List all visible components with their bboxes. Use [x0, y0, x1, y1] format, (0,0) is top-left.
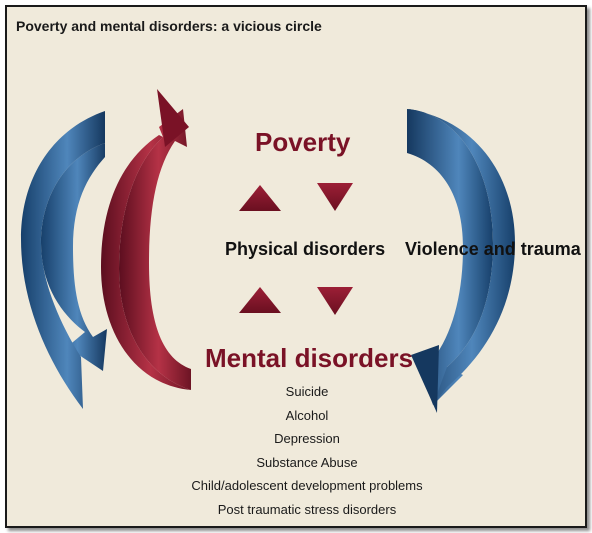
- left-blue-arrow: [41, 111, 107, 371]
- triangle-up-top: [239, 185, 281, 211]
- list-item: Post traumatic stress disorders: [217, 501, 397, 517]
- node-mental-disorders: Mental disorders: [205, 343, 414, 373]
- left-red-arrow-head: [157, 89, 189, 147]
- left-red-arrow: [119, 109, 191, 390]
- right-blue-arrow: [407, 109, 493, 405]
- left-red-arrow-tail: [101, 135, 191, 390]
- node-physical-disorders: Physical disorders: [225, 239, 386, 259]
- triangle-up-bottom: [239, 287, 281, 313]
- right-blue-arrow-tail: [407, 109, 515, 405]
- right-blue-arrow-head: [411, 345, 439, 413]
- triangle-down-top: [317, 183, 353, 211]
- list-item: Depression: [274, 431, 340, 446]
- triangle-down-bottom: [317, 287, 353, 315]
- list-item: Alcohol: [285, 407, 329, 423]
- diagram-title: Poverty and mental disorders: a vicious …: [16, 18, 322, 34]
- list-item: Substance Abuse: [256, 454, 358, 470]
- list-item: Child/adolescent development problems: [191, 478, 423, 493]
- node-violence-and-trauma: Violence and trauma: [405, 239, 581, 259]
- arrows-layer: [21, 89, 515, 413]
- list-item: Suicide: [285, 384, 329, 399]
- left-blue-arrow-tail: [21, 111, 105, 409]
- diagram-frame: Poverty and mental disorders: a vicious …: [5, 5, 587, 528]
- mental-disorders-list: Suicide Alcohol Depression Substance Abu…: [157, 380, 457, 521]
- node-poverty: Poverty: [255, 127, 351, 157]
